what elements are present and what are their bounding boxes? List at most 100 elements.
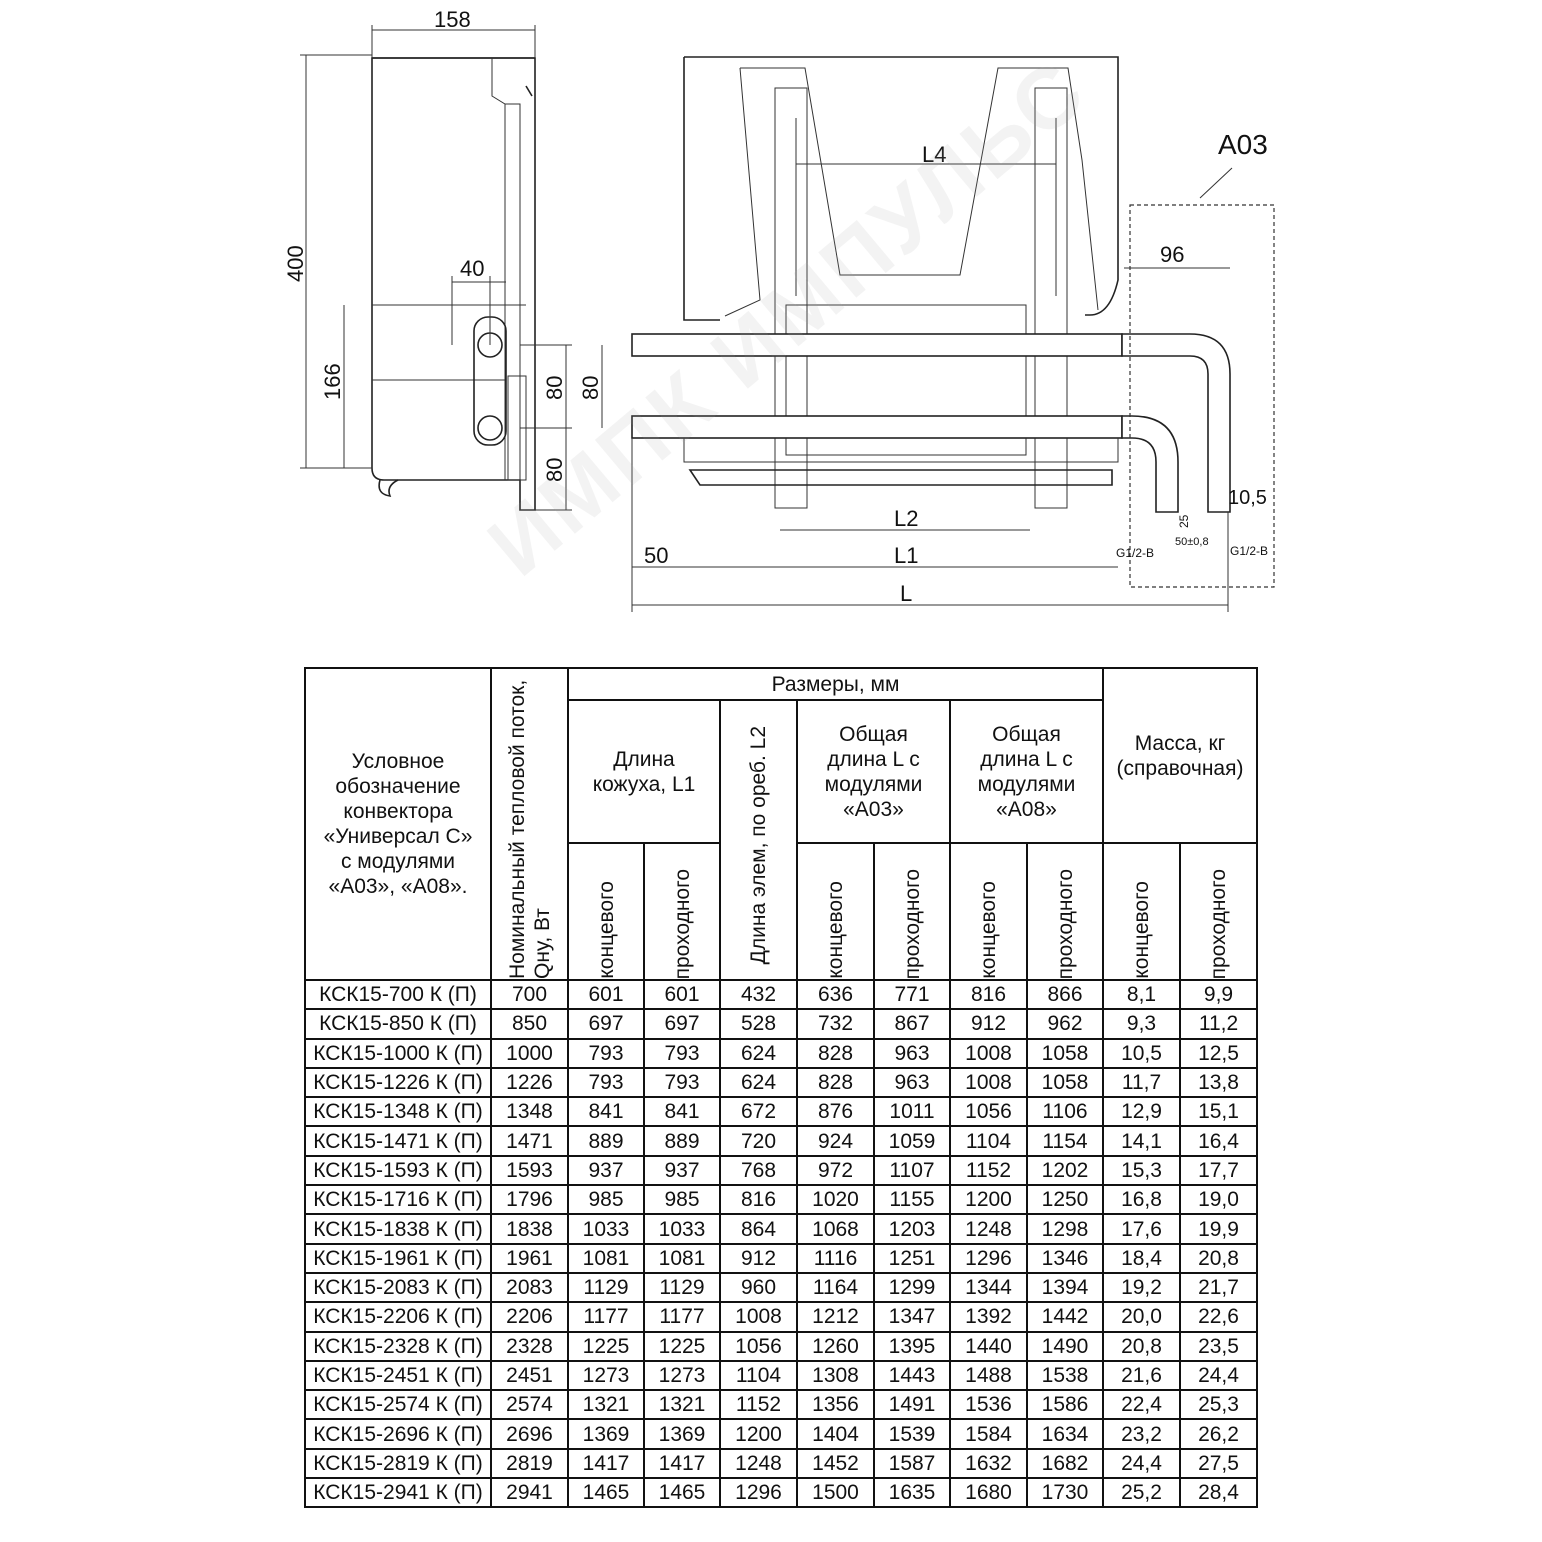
table-cell: 1632 [949, 1447, 1028, 1480]
sub-a08-end: концевого [949, 842, 1028, 981]
table-cell: 2574 [490, 1389, 569, 1421]
table-cell: 2941 [490, 1477, 569, 1509]
table-cell: 1152 [949, 1154, 1028, 1187]
table-cell: 1177 [643, 1301, 721, 1333]
table-cell: 1348 [490, 1096, 569, 1128]
table-cell: 1346 [1026, 1242, 1104, 1274]
row-designation: КСК15-2206 К (П) [304, 1301, 492, 1333]
header-dimensions: Размеры, мм [567, 667, 1104, 701]
table-cell: 1008 [949, 1066, 1028, 1099]
table-cell: 1584 [949, 1418, 1028, 1450]
header-casing-length: Длина кожуха, L1 [567, 699, 721, 844]
table-cell: 700 [490, 978, 569, 1011]
row-designation: КСК15-700 К (П) [304, 978, 492, 1011]
table-cell: 1961 [490, 1242, 569, 1274]
table-cell: 697 [567, 1008, 645, 1040]
table-cell: 21,6 [1102, 1359, 1181, 1392]
sub-a03-end: концевого [796, 842, 875, 981]
table-cell: 2206 [490, 1301, 569, 1333]
table-cell: 1273 [643, 1359, 721, 1392]
table-cell: 1369 [643, 1418, 721, 1450]
table-cell: 12,5 [1178, 1037, 1259, 1069]
dim-158: 158 [434, 7, 471, 32]
table-cell: 15,1 [1178, 1096, 1259, 1128]
table-cell: 1116 [796, 1242, 875, 1274]
table-cell: 601 [567, 978, 645, 1011]
row-designation: КСК15-2941 К (П) [304, 1477, 492, 1509]
table-cell: 793 [567, 1037, 645, 1069]
table-cell: 985 [643, 1184, 721, 1216]
row-designation: КСК15-2819 К (П) [304, 1447, 492, 1480]
table-cell: 1488 [949, 1359, 1028, 1392]
table-cell: 1593 [490, 1154, 569, 1187]
table-cell: 1068 [796, 1213, 875, 1245]
table-cell: 793 [643, 1066, 721, 1099]
table-cell: 1635 [873, 1477, 951, 1509]
table-cell: 1104 [949, 1125, 1028, 1157]
table-cell: 28,4 [1178, 1477, 1259, 1509]
table-cell: 11,7 [1102, 1066, 1181, 1099]
table-cell: 1308 [796, 1359, 875, 1392]
table-cell: 1417 [643, 1447, 721, 1480]
table-cell: 732 [796, 1008, 875, 1040]
row-designation: КСК15-1471 К (П) [304, 1125, 492, 1157]
table-cell: 1395 [873, 1330, 951, 1362]
table-cell: 720 [719, 1125, 798, 1157]
dim-80-upper: 80 [542, 376, 567, 400]
label-l1: L1 [894, 543, 918, 568]
table-cell: 1248 [949, 1213, 1028, 1245]
header-element-length: Длина элем, по ореб. L2 [719, 699, 798, 981]
table-cell: 1404 [796, 1418, 875, 1450]
table-cell: 850 [490, 1008, 569, 1040]
table-cell: 1008 [949, 1037, 1028, 1069]
table-cell: 1440 [949, 1330, 1028, 1362]
table-cell: 697 [643, 1008, 721, 1040]
row-designation: КСК15-2574 К (П) [304, 1389, 492, 1421]
table-cell: 1465 [643, 1477, 721, 1509]
table-cell: 1129 [567, 1271, 645, 1304]
table-cell: 1020 [796, 1184, 875, 1216]
table-cell: 19,2 [1102, 1271, 1181, 1304]
table-cell: 22,6 [1178, 1301, 1259, 1333]
table-cell: 1491 [873, 1389, 951, 1421]
row-designation: КСК15-1593 К (П) [304, 1154, 492, 1187]
table-cell: 1344 [949, 1271, 1028, 1304]
label-l4: L4 [922, 142, 946, 167]
dim-400: 400 [283, 245, 308, 282]
table-cell: 1225 [567, 1330, 645, 1362]
table-cell: 924 [796, 1125, 875, 1157]
sub-a08-pass: проходного [1026, 842, 1104, 981]
table-cell: 1682 [1026, 1447, 1104, 1480]
table-cell: 1298 [1026, 1213, 1104, 1245]
table-cell: 962 [1026, 1008, 1104, 1040]
table-cell: 19,0 [1178, 1184, 1259, 1216]
table-cell: 11,2 [1178, 1008, 1259, 1040]
table-cell: 24,4 [1178, 1359, 1259, 1392]
table-cell: 1056 [949, 1096, 1028, 1128]
table-cell: 2696 [490, 1418, 569, 1450]
table-cell: 889 [643, 1125, 721, 1157]
table-cell: 1250 [1026, 1184, 1104, 1216]
table-cell: 972 [796, 1154, 875, 1187]
table-cell: 768 [719, 1154, 798, 1187]
table-cell: 1033 [567, 1213, 645, 1245]
table-cell: 1452 [796, 1447, 875, 1480]
table-cell: 841 [567, 1096, 645, 1128]
row-designation: КСК15-1348 К (П) [304, 1096, 492, 1128]
row-designation: КСК15-2328 К (П) [304, 1330, 492, 1362]
table-cell: 1587 [873, 1447, 951, 1480]
dim-25: 25 [1177, 514, 1191, 528]
table-cell: 1347 [873, 1301, 951, 1333]
label-l2: L2 [894, 506, 918, 531]
table-cell: 1248 [719, 1447, 798, 1480]
table-cell: 13,8 [1178, 1066, 1259, 1099]
header-mass: Масса, кг (справочная) [1101, 667, 1259, 844]
table-cell: 1155 [873, 1184, 951, 1216]
